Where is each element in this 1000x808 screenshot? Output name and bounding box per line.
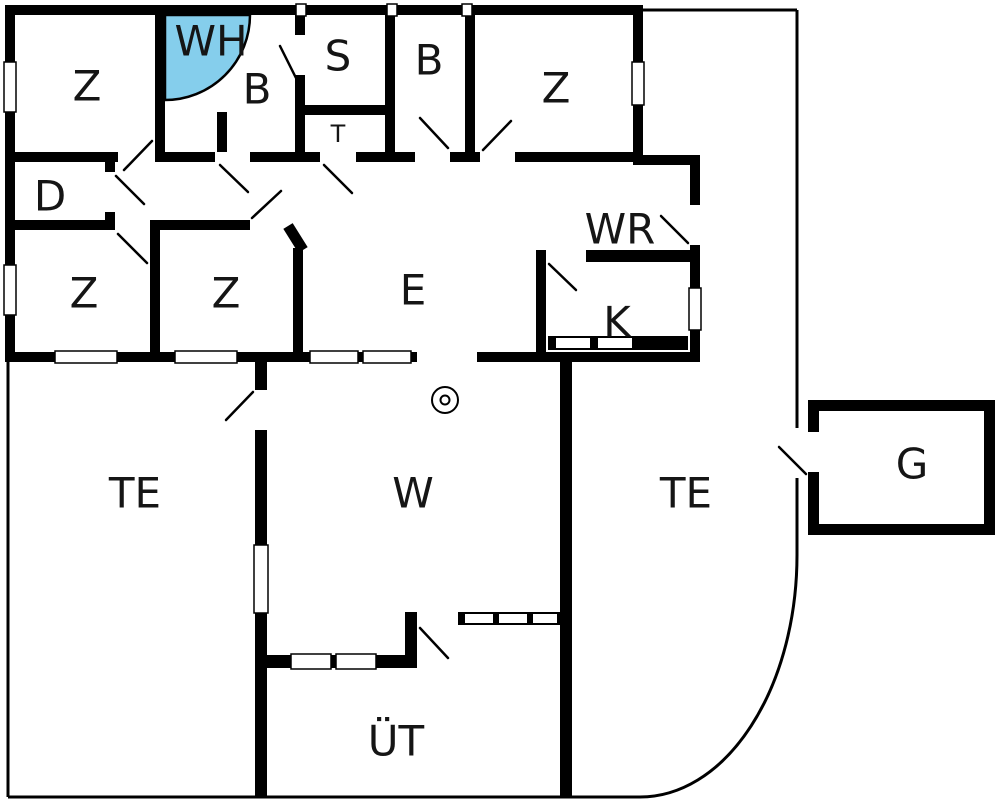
door-swing-lines	[114, 44, 808, 660]
room-label-k: K	[603, 298, 632, 347]
room-label-z-top-right: Z	[542, 64, 571, 113]
room-label-t: T	[330, 120, 346, 148]
room-label-z-top-left: Z	[73, 62, 102, 111]
window-markers	[3, 3, 702, 670]
room-label-g: G	[896, 440, 929, 489]
room-label-wr: WR	[585, 205, 656, 254]
room-label-ut: ÜT	[368, 716, 425, 766]
walls	[5, 5, 995, 798]
room-label-b-right: B	[415, 36, 444, 85]
room-labels: WH Z B S B Z D T Z Z E WR K TE W TE G ÜT	[34, 17, 928, 766]
room-label-b-left: B	[243, 65, 272, 114]
terrace-boundary-outline	[6, 8, 799, 799]
room-label-e: E	[400, 266, 427, 315]
stove-symbol	[431, 386, 459, 414]
room-label-z-mid-center: Z	[212, 269, 241, 318]
room-label-z-mid-left: Z	[70, 269, 99, 318]
room-label-s: S	[325, 32, 352, 81]
room-label-wh: WH	[174, 17, 247, 66]
room-label-w: W	[392, 469, 434, 518]
room-label-te-left: TE	[108, 469, 161, 518]
room-label-te-right: TE	[659, 469, 712, 518]
shower-area-highlight	[163, 13, 252, 102]
room-label-d: D	[34, 172, 66, 221]
